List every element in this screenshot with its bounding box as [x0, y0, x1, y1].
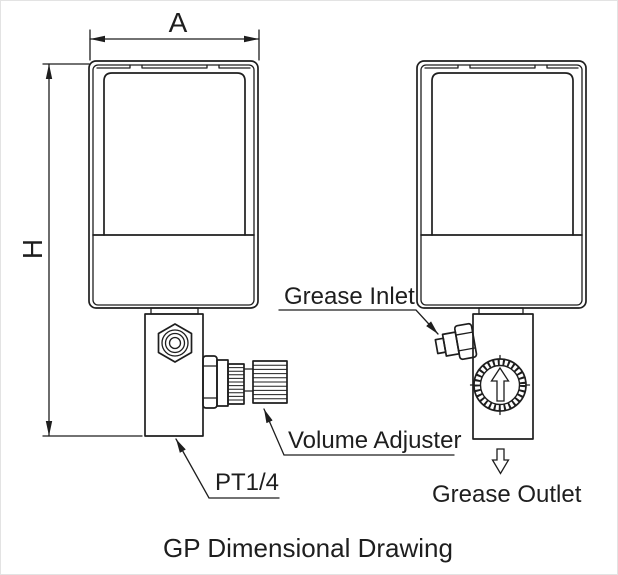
- dial-inner-circle: [479, 364, 521, 406]
- grease-fitting: [434, 322, 478, 361]
- fitting-hex-bands: [455, 331, 477, 352]
- tank-outer-shell: [416, 60, 587, 309]
- adjuster-hex-flange: [202, 355, 218, 409]
- drawing-caption: GP Dimensional Drawing: [163, 533, 453, 563]
- grease-outlet-label: Grease Outlet: [432, 481, 582, 508]
- dim-h-label: H: [17, 239, 48, 259]
- dimension-a: A: [89, 7, 260, 61]
- grease-inlet-label: Grease Inlet: [284, 283, 415, 310]
- flow-direction-arrow-icon: [490, 366, 510, 402]
- adjuster-knob-knurl-lines: [253, 364, 287, 400]
- dim-a-arrow-right: [244, 35, 259, 43]
- base-neck: [478, 307, 524, 315]
- tank-inner-shell: [420, 64, 583, 306]
- dial-cardinal-ticks: [469, 354, 531, 416]
- thread-spec-leader: [175, 438, 280, 499]
- base-neck: [150, 307, 199, 315]
- volume-adjuster-leader: [263, 408, 455, 456]
- dial-knurl-ring: [474, 359, 526, 411]
- reservoir-bowl: [103, 72, 246, 236]
- pump-block: [144, 313, 204, 437]
- front-view: [88, 60, 288, 437]
- adjuster-flange-bands: [202, 365, 218, 399]
- hex-nut: [157, 323, 193, 363]
- dim-h-arrow-top: [45, 64, 53, 79]
- dim-h-arrow-bottom: [45, 421, 53, 436]
- tank-outer-shell: [88, 60, 259, 309]
- adjuster-knurled-sleeve: [227, 363, 245, 405]
- dim-a-label: A: [169, 7, 188, 38]
- grease-inlet-leader: [278, 309, 439, 335]
- volume-adjuster-label: Volume Adjuster: [288, 427, 461, 454]
- adjuster-spacer: [216, 359, 229, 407]
- dial-indicator: [469, 354, 531, 416]
- fitting-cap: [434, 337, 447, 355]
- adjuster-sleeve-knurl-lines: [228, 367, 244, 401]
- dim-h-extension-lines: [42, 63, 143, 437]
- adjuster-shaft: [243, 368, 254, 392]
- dim-a-arrow-left: [90, 35, 105, 43]
- tank-cover-notches: [424, 64, 579, 69]
- annotations: Grease Inlet Volume Adjuster PT1/4 Greas…: [175, 283, 582, 508]
- dim-a-extension-lines: [89, 29, 260, 61]
- pump-block: [472, 313, 534, 440]
- volume-adjuster-assembly: [202, 355, 288, 409]
- grease-outlet-arrow-icon: [491, 448, 510, 475]
- dimension-h: H: [17, 63, 143, 437]
- side-view: [416, 60, 587, 475]
- tank-cover-notches: [96, 64, 251, 69]
- thread-spec-label: PT1/4: [215, 469, 279, 496]
- tank-inner-shell: [92, 64, 255, 306]
- reservoir-bowl: [431, 72, 574, 236]
